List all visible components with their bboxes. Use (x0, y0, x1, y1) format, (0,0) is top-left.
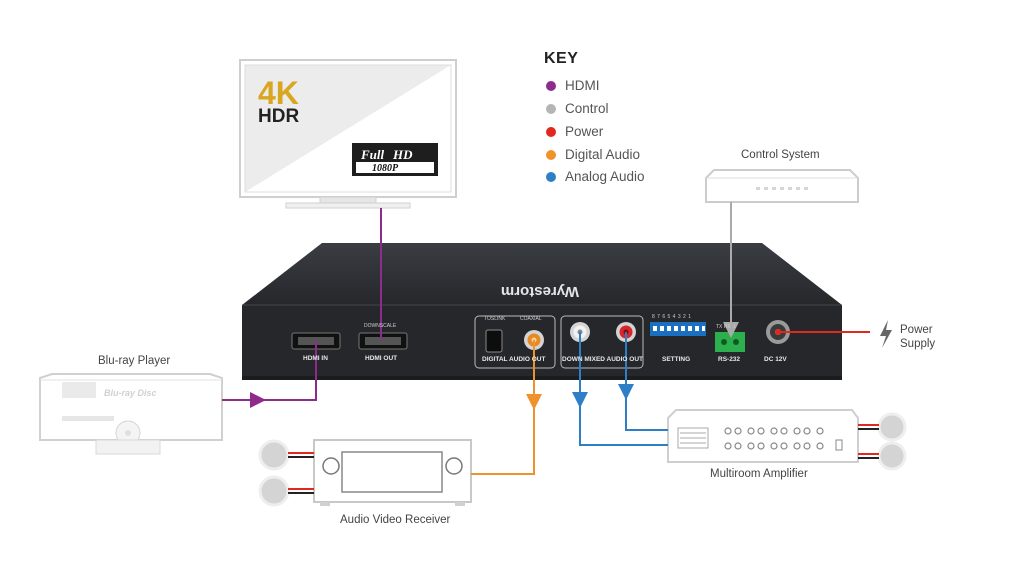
tv-fullhd-label-b: HD (392, 147, 413, 162)
hdmi-out-label: HDMI OUT (365, 355, 398, 362)
setting-label: SETTING (662, 356, 691, 363)
key-label: Analog Audio (565, 169, 645, 184)
key-dot-hdmi (546, 80, 556, 91)
power-supply-label: Power Supply (900, 324, 936, 350)
key-label: Power (565, 124, 604, 139)
rs232-pins-label: TX RX ⏚ (716, 324, 738, 330)
bluray-player-label: Blu-ray Player (98, 355, 171, 367)
key-dot-analog-audio (546, 171, 556, 182)
av-receiver-label: Audio Video Receiver (340, 514, 451, 526)
tv-fullhd-label: Full (360, 147, 385, 162)
key-dot-power (546, 126, 556, 137)
key-label: Digital Audio (565, 147, 641, 162)
speaker-avr-top (258, 439, 314, 471)
key-item-analog-audio: Analog Audio (546, 169, 645, 184)
power-bolt-icon (880, 320, 892, 348)
key-title: KEY (544, 50, 579, 67)
tv-4k-badge: 4K (258, 75, 299, 111)
svg-text:Blu-ray Disc: Blu-ray Disc (104, 388, 157, 398)
bluray-player-device: Blu-ray Disc (39, 373, 223, 455)
coaxial-label: COAXIAL (520, 316, 542, 322)
multiroom-amplifier-device (667, 409, 859, 463)
hdmi-in-label: HDMI IN (303, 355, 328, 362)
key-label: Control (565, 101, 609, 116)
dc-12v-label: DC 12V (764, 356, 787, 363)
control-system-label: Control System (741, 149, 820, 161)
dip-numbers-label: 8 7 6 5 4 3 2 1 (652, 314, 692, 320)
downscale-label: DOWNSCALE (364, 323, 397, 329)
av-receiver-device (313, 439, 472, 506)
speaker-amp-bottom (858, 441, 907, 471)
rs232-label: RS-232 (718, 356, 741, 363)
brand-logo: Wyrestorm (501, 283, 579, 300)
multiroom-amplifier-label: Multiroom Amplifier (710, 468, 808, 480)
toslink-label: TOSLINK (484, 316, 506, 322)
key-item-power: Power (546, 124, 603, 139)
key-dot-digital-audio (546, 149, 556, 160)
television: 4K HDR Full HD 1080P (239, 59, 457, 209)
control-system-device (705, 169, 859, 203)
speaker-avr-bottom (258, 475, 314, 507)
key-item-digital-audio: Digital Audio (546, 147, 640, 162)
key-item-control: Control (546, 101, 609, 116)
key-dot-control (546, 103, 556, 114)
digital-audio-out-label: DIGITAL AUDIO OUT (482, 356, 546, 363)
speaker-amp-top (858, 412, 907, 442)
tv-hdr-badge: HDR (258, 106, 299, 127)
main-unit: Wyrestorm (242, 243, 842, 380)
analog-audio-cable-left (579, 332, 668, 446)
downmixed-audio-out-label: DOWN MIXED AUDIO OUT (562, 356, 644, 363)
tv-1080p-label: 1080P (372, 163, 399, 174)
key-item-hdmi: HDMI (546, 78, 600, 93)
key-label: HDMI (565, 78, 600, 93)
